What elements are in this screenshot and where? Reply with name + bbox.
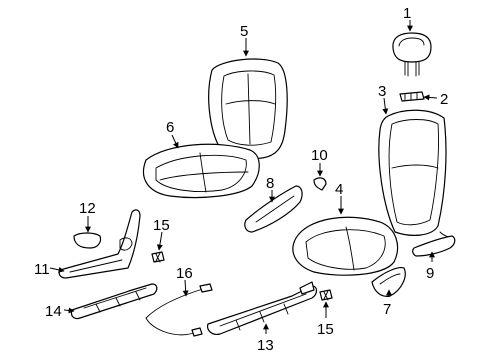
callout-10: 10 — [311, 147, 328, 164]
passenger-seatback — [378, 109, 453, 238]
headrest — [392, 32, 432, 77]
recliner-knob — [73, 232, 102, 249]
callout-6: 6 — [166, 119, 174, 136]
callout-15-lower: 15 — [317, 321, 334, 338]
callout-2: 2 — [440, 91, 448, 108]
seat-cushion — [142, 143, 260, 199]
seat-track-left — [70, 283, 158, 320]
headrest-guide — [399, 91, 425, 102]
callout-5: 5 — [240, 23, 248, 40]
recliner-bracket — [58, 209, 141, 279]
callout-15-upper: 15 — [153, 217, 170, 234]
callout-4: 4 — [335, 181, 343, 198]
passenger-seat-cushion — [292, 216, 399, 276]
callout-labels: 1 2 3 4 5 6 7 8 9 10 11 12 13 14 15 15 1… — [34, 5, 448, 354]
callout-11: 11 — [34, 261, 50, 278]
fastener-upper — [151, 251, 165, 263]
callout-3: 3 — [378, 83, 386, 100]
callout-12: 12 — [79, 200, 96, 217]
seatback-assembly — [208, 58, 288, 160]
fastener-lower — [319, 289, 333, 301]
callout-16: 16 — [176, 265, 193, 282]
clip — [313, 177, 327, 191]
callout-8: 8 — [266, 175, 274, 192]
seat-track-right — [207, 281, 318, 335]
callout-9: 9 — [426, 265, 434, 282]
callout-7: 7 — [383, 301, 391, 318]
callout-13: 13 — [257, 337, 274, 354]
callout-14: 14 — [45, 303, 62, 320]
lower-trim-cover — [371, 267, 406, 297]
callout-1: 1 — [403, 5, 411, 22]
side-trim-cover — [244, 185, 303, 233]
release-cable — [145, 283, 213, 337]
leader-lines — [49, 20, 438, 334]
passenger-side-trim — [412, 235, 456, 257]
